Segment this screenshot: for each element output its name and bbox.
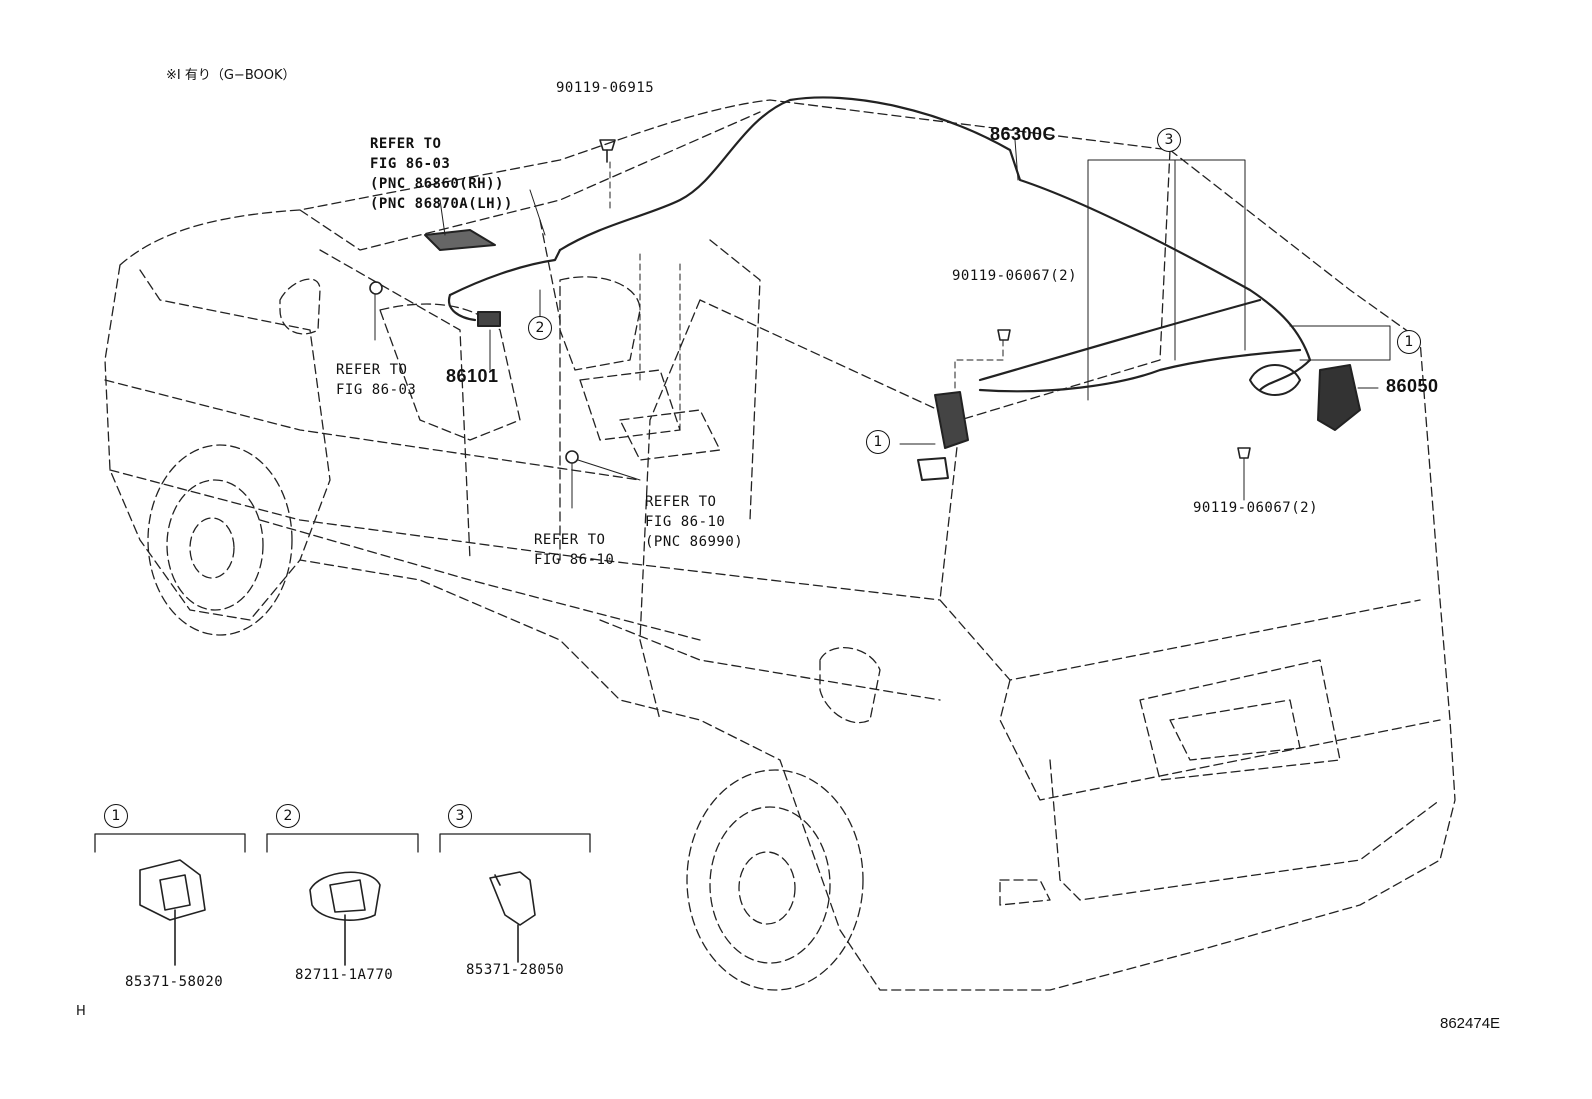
refer-8610b-line-2: FIG 86-10 (534, 552, 615, 568)
label-86101: 86101 (446, 366, 499, 386)
refer-line-1: REFER TO (370, 136, 442, 152)
legend-brackets (94, 833, 591, 853)
component-86101 (424, 229, 501, 327)
label-bolt-90119-06067-mid: 90119-06067(2) (952, 268, 1078, 284)
header-note: ※I 有り（G−BOOK） (166, 68, 296, 83)
harness-86300C (447, 96, 1312, 393)
label-86050: 86050 (1386, 376, 1439, 396)
legend-1-number: 1 (104, 804, 128, 828)
corner-letter: H (76, 1004, 86, 1019)
refer-8603-line-1: REFER TO (336, 362, 408, 378)
callout-clip-3-top: 3 (1157, 128, 1181, 152)
rear-wheel (686, 769, 864, 991)
figure-id: 862474E (1440, 1015, 1501, 1032)
refer-8610b-line-1: REFER TO (534, 532, 606, 548)
label-refer-fig-86-10: REFER TO FIG 86-10 (534, 510, 614, 570)
refer-8610a-line-3: (PNC 86990) (645, 534, 744, 550)
legend-3-part: 85371-28050 (466, 962, 565, 978)
label-bolt-90119-06915: 90119-06915 (556, 80, 655, 96)
clip-85371-58020 (139, 859, 206, 966)
refer-8610a-line-1: REFER TO (645, 494, 717, 510)
unit-86050 (1249, 364, 1361, 431)
label-86300C: 86300C (990, 124, 1057, 144)
legend-3-number: 3 (448, 804, 472, 828)
legend-2-part: 82711-1A770 (295, 967, 394, 983)
refer-line-4: (PNC 86870A(LH)) (370, 196, 513, 212)
refer-line-3: (PNC 86860(RH)) (370, 176, 504, 192)
refer-8603-line-2: FIG 86-03 (336, 382, 417, 398)
refer-8610a-line-2: FIG 86-10 (645, 514, 726, 530)
clip-85371-28050 (489, 871, 536, 963)
legend-1-part: 85371-58020 (125, 974, 224, 990)
label-refer-fig-86-03: REFER TO FIG 86-03 (336, 340, 416, 400)
callout-clip-1-right: 1 (1397, 330, 1421, 354)
clip-82711-1A770 (309, 871, 381, 966)
vehicle-body (104, 99, 1456, 991)
refer-line-2: FIG 86-03 (370, 156, 451, 172)
label-refer-fig-86-03-rh-lh: REFER TO FIG 86-03 (PNC 86860(RH)) (PNC … (370, 114, 513, 214)
callout-clip-1-left: 1 (866, 430, 890, 454)
front-wheel (147, 444, 293, 636)
callout-clip-2-mid: 2 (528, 316, 552, 340)
legend-2-number: 2 (276, 804, 300, 828)
connector-left (917, 391, 969, 481)
label-bolt-90119-06067-right: 90119-06067(2) (1193, 500, 1319, 516)
leader-lines (374, 139, 1391, 509)
label-refer-fig-86-10-pnc: REFER TO FIG 86-10 (PNC 86990) (645, 472, 743, 552)
